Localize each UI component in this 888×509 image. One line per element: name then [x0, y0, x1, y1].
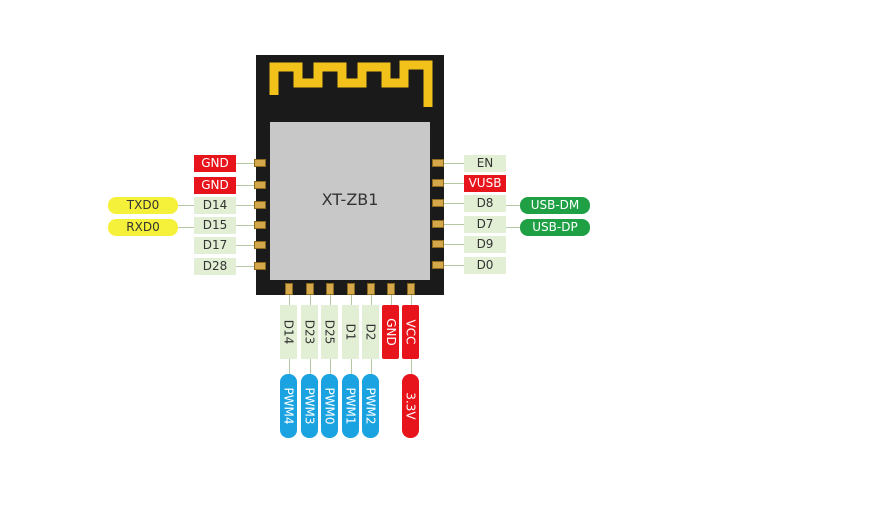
connector-line — [444, 265, 464, 266]
connector-line — [391, 295, 392, 305]
pad-left-5 — [254, 241, 266, 249]
left-pin-4: D15 — [194, 217, 236, 234]
connector-line — [178, 205, 194, 206]
left-pin-1: GND — [194, 155, 236, 172]
pwm3-label: PWM3 — [301, 374, 318, 438]
bottom-pin-1: D14 — [280, 305, 297, 359]
connector-line — [236, 163, 254, 164]
connector-line — [351, 359, 352, 374]
pad-bottom-4 — [347, 283, 355, 295]
chip-label: XT-ZB1 — [321, 190, 379, 209]
connector-line — [330, 359, 331, 374]
pad-left-1 — [254, 159, 266, 167]
pad-right-3 — [432, 199, 444, 207]
connector-line — [236, 205, 254, 206]
pad-bottom-2 — [306, 283, 314, 295]
bottom-pin-3: D25 — [321, 305, 338, 359]
connector-line — [444, 163, 464, 164]
bottom-pin-4: D1 — [342, 305, 359, 359]
right-pin-1: EN — [464, 155, 506, 172]
pad-bottom-5 — [367, 283, 375, 295]
pad-left-2 — [254, 181, 266, 189]
usb-dp-label: USB-DP — [520, 219, 590, 236]
connector-line — [411, 359, 412, 374]
bottom-pin-7: VCC — [402, 305, 419, 359]
connector-line — [330, 295, 331, 305]
pad-bottom-7 — [407, 283, 415, 295]
uart-tx-label: TXD0 — [108, 197, 178, 214]
connector-line — [236, 225, 254, 226]
connector-line — [506, 205, 520, 206]
supply-voltage-label: 3.3V — [402, 374, 419, 438]
right-pin-4: D7 — [464, 216, 506, 233]
connector-line — [371, 295, 372, 305]
connector-line — [506, 227, 520, 228]
rf-shield-can — [270, 122, 430, 280]
connector-line — [444, 244, 464, 245]
pwm1-label: PWM1 — [342, 374, 359, 438]
pad-bottom-1 — [285, 283, 293, 295]
pad-left-3 — [254, 201, 266, 209]
pad-left-6 — [254, 262, 266, 270]
connector-line — [289, 359, 290, 374]
left-pin-3: D14 — [194, 197, 236, 214]
left-pin-6: D28 — [194, 258, 236, 275]
connector-line — [371, 359, 372, 374]
pad-right-6 — [432, 261, 444, 269]
pad-right-1 — [432, 159, 444, 167]
connector-line — [236, 245, 254, 246]
pwm2-label: PWM2 — [362, 374, 379, 438]
left-pin-5: D17 — [194, 237, 236, 254]
pcb-antenna-icon — [269, 60, 433, 107]
pad-right-4 — [432, 220, 444, 228]
pad-right-2 — [432, 179, 444, 187]
bottom-pin-2: D23 — [301, 305, 318, 359]
right-pin-2: VUSB — [464, 175, 506, 192]
connector-line — [411, 295, 412, 305]
connector-line — [444, 183, 464, 184]
pad-right-5 — [432, 240, 444, 248]
connector-line — [289, 295, 290, 305]
connector-line — [351, 295, 352, 305]
left-pin-2: GND — [194, 177, 236, 194]
right-pin-3: D8 — [464, 195, 506, 212]
pad-left-4 — [254, 221, 266, 229]
connector-line — [444, 224, 464, 225]
connector-line — [178, 227, 194, 228]
connector-line — [310, 359, 311, 374]
bottom-pin-6: GND — [382, 305, 399, 359]
pad-bottom-3 — [326, 283, 334, 295]
connector-line — [236, 266, 254, 267]
connector-line — [310, 295, 311, 305]
pwm4-label: PWM4 — [280, 374, 297, 438]
pad-bottom-6 — [387, 283, 395, 295]
right-pin-5: D9 — [464, 236, 506, 253]
bottom-pin-5: D2 — [362, 305, 379, 359]
pwm0-label: PWM0 — [321, 374, 338, 438]
usb-dm-label: USB-DM — [520, 197, 590, 214]
connector-line — [444, 203, 464, 204]
uart-rx-label: RXD0 — [108, 219, 178, 236]
right-pin-6: D0 — [464, 257, 506, 274]
connector-line — [236, 185, 254, 186]
